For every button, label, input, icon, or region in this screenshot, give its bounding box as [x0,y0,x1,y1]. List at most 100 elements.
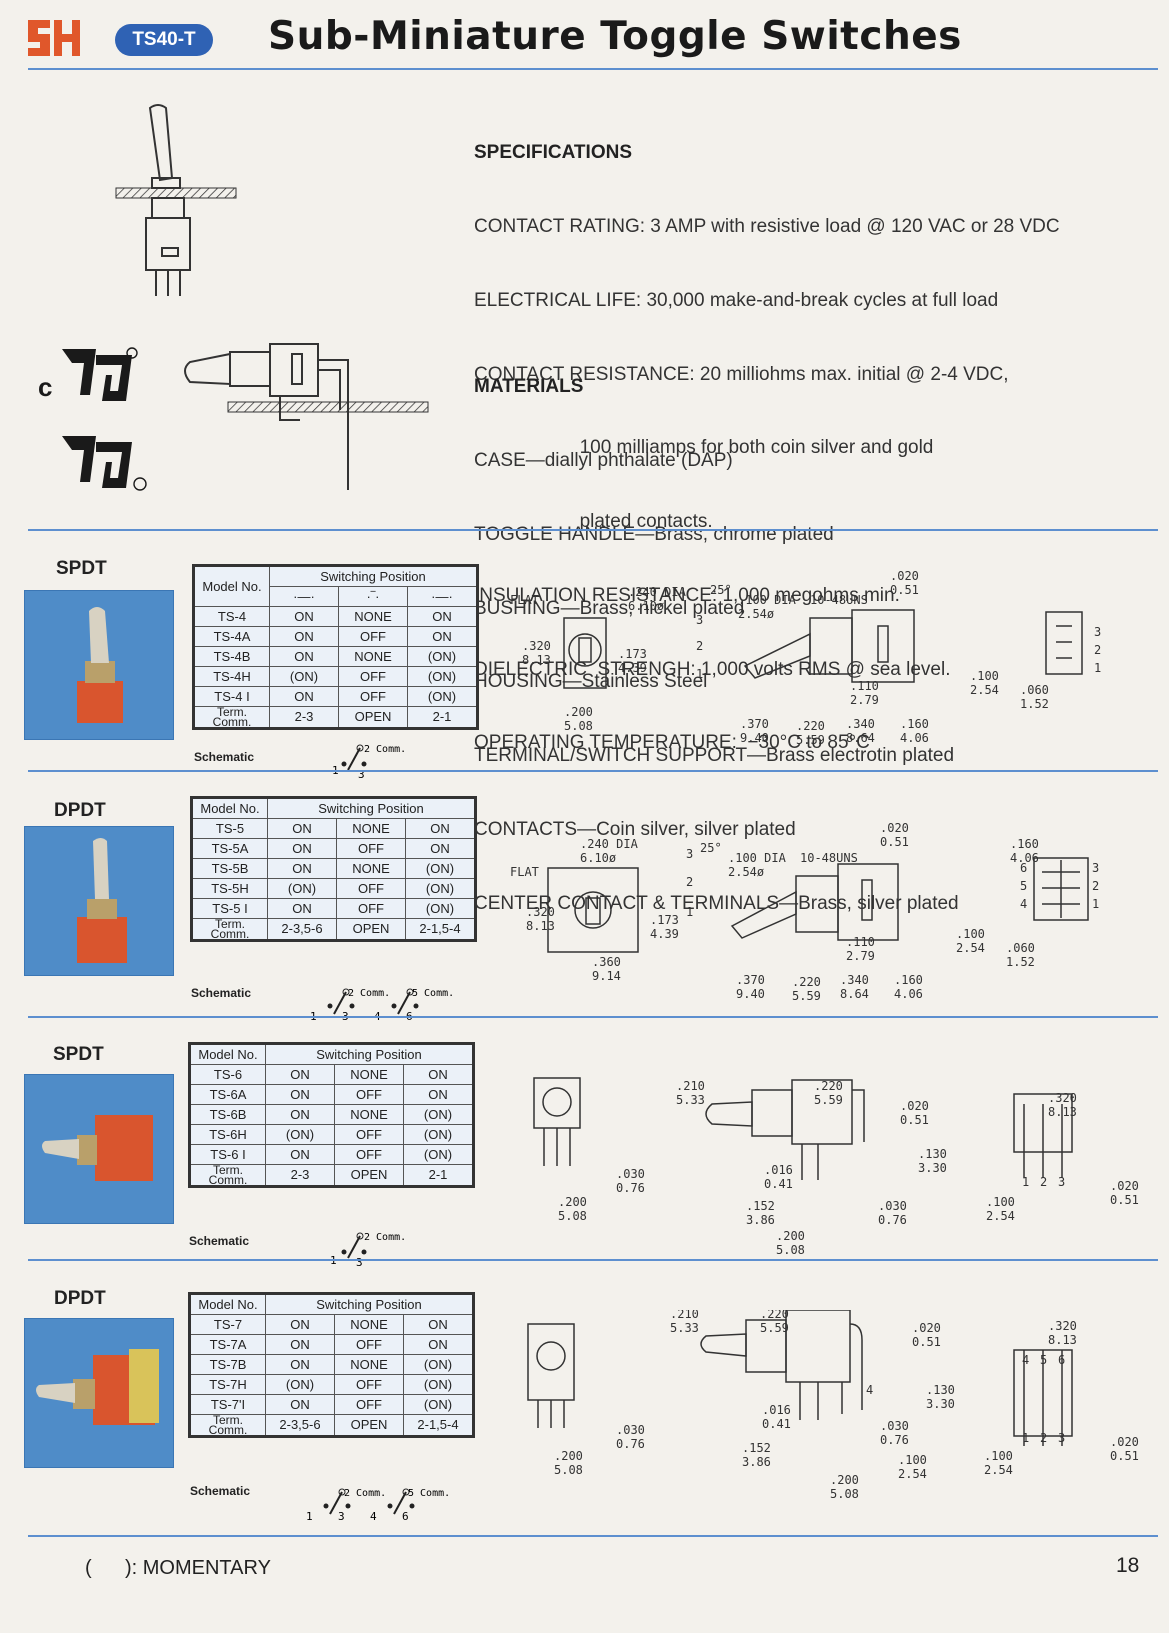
schematic-label: Schematic [191,986,252,1000]
dim-label: .200 [830,1473,859,1487]
dim-label: .020 [880,821,909,835]
position-cell: ON [267,858,337,879]
dim-label: 4.39 [650,927,679,941]
dim-label: 3.30 [926,1397,955,1411]
dim-label: .110 [850,679,879,693]
model-cell: TS-6 I [189,1144,266,1165]
page-number: 18 [1116,1554,1140,1577]
dim-label: 0.76 [616,1437,645,1451]
position-cell: NONE [336,818,406,839]
dim-label: .200 [564,705,593,719]
dim-label: 2 [1094,643,1101,657]
position-cell: ON [405,838,476,859]
dim-label: .100 [986,1195,1015,1209]
specifications-heading: SPECIFICATIONS [474,142,632,164]
schematic-comm-label: 5 Comm. [412,988,454,999]
dim-label: 2.54 [984,1463,1013,1477]
term-cell: OPEN [334,1164,404,1187]
dim-label: 3 [1058,1175,1065,1189]
dim-label: .020 [890,569,919,583]
dimension-drawing: FLAT .240 DIA 6.10ø .320 8.13 .173 4.39 … [510,569,1101,747]
dim-label: .360 [592,955,621,969]
spec-line: DIELECTRIC STRENGH: 1,000 volts RMS @ se… [474,658,951,680]
dim-label: 4.06 [1010,851,1039,865]
position-cell: OFF [334,1084,404,1105]
dim-label: .030 [616,1167,645,1181]
schematic-pin: 6 [402,1510,409,1523]
position-cell: ON [269,686,339,707]
dim-label: 3.86 [746,1213,775,1227]
dim-label: 3.86 [742,1455,771,1469]
dim-label: 4.06 [900,731,929,745]
right-angle-switch-drawing [184,343,429,490]
position-cell: ON [267,838,337,859]
position-cell: (ON) [403,1374,474,1395]
dim-label: 3 [1094,625,1101,639]
dim-label: .320 [1048,1319,1077,1333]
dim-label: .030 [878,1199,907,1213]
dim-label: 9.40 [736,987,765,1001]
position-cell: ON [265,1394,335,1415]
dim-label: 10-48UNS [810,593,868,607]
position-cell: OFF [338,686,408,707]
dim-label: .220 [796,719,825,733]
position-cell: OFF [334,1394,404,1415]
position-cell: ON [265,1144,335,1165]
dim-label: .200 [554,1449,583,1463]
schematic-comm-label: 2 Comm. [364,744,406,755]
dim-label: 1 [1022,1175,1029,1189]
dim-label: 1 [686,905,693,919]
schematic-comm-label: 5 Comm. [408,1488,450,1499]
position-cell: ON [407,606,478,627]
term-cell: 2-1 [407,706,478,729]
dim-label: .100 [970,669,999,683]
dim-label: .030 [616,1423,645,1437]
section-rule [28,1016,1158,1018]
dim-label: .016 [762,1403,791,1417]
position-cell: NONE [334,1104,404,1125]
material-line: BUSHING—Brass, nickel plated [474,597,745,619]
material-line: CONTACTS—Coin silver, silver plated [474,818,796,840]
schematic-diagram: 2 Comm. 1 3 [332,744,406,780]
dim-label: .210 [676,1079,705,1093]
dim-label: .220 [792,975,821,989]
spec-line: plated contacts. [474,511,713,533]
schematic-pin: 3 [358,768,365,780]
dim-label: 9.14 [592,969,621,983]
schematic-diagram: 2 Comm. 5 Comm. 1 3 4 6 [306,1488,450,1523]
position-header: Switching Position [269,565,478,587]
position-cell: ON [405,818,476,839]
section-type-label: SPDT [53,1044,104,1065]
position-cell: ON [267,818,337,839]
product-photo [24,590,174,740]
position-cell: ON [265,1064,335,1085]
dim-label: 4 [866,1383,873,1397]
momentary-legend: ( ): MOMENTARY [85,1557,271,1579]
dim-label: .060 [1006,941,1035,955]
position-cell: ON [269,626,339,647]
model-cell: TS-7A [189,1334,266,1355]
company-logo [24,14,84,60]
schematic-label: Schematic [190,1484,251,1498]
position-icon: ·—· [407,586,478,607]
dim-label: 1 [1094,661,1101,675]
dim-label: 4 [1022,1353,1029,1367]
schematic-pin: 3 [356,1256,363,1268]
position-cell: (ON) [405,878,476,899]
dim-label: .200 [558,1195,587,1209]
term-comm-label: Term. Comm. [193,706,270,729]
page-title: Sub-Miniature Toggle Switches [268,14,962,59]
dim-label: 5.59 [814,1093,843,1107]
schematic-diagram: 2 Comm. 5 Comm. 1 3 4 6 [310,988,454,1023]
dim-label: 6.10ø [580,851,616,865]
position-cell: (ON) [405,858,476,879]
dim-label: 3 [696,613,703,627]
dim-label: .200 [776,1229,805,1243]
model-cell: TS-5A [191,838,268,859]
dim-label: .100 [956,927,985,941]
dim-label: .100 DIA [738,593,797,607]
position-cell: NONE [334,1064,404,1085]
position-cell: (ON) [265,1374,335,1395]
product-photo [24,1074,174,1224]
position-cell: NONE [338,646,408,667]
